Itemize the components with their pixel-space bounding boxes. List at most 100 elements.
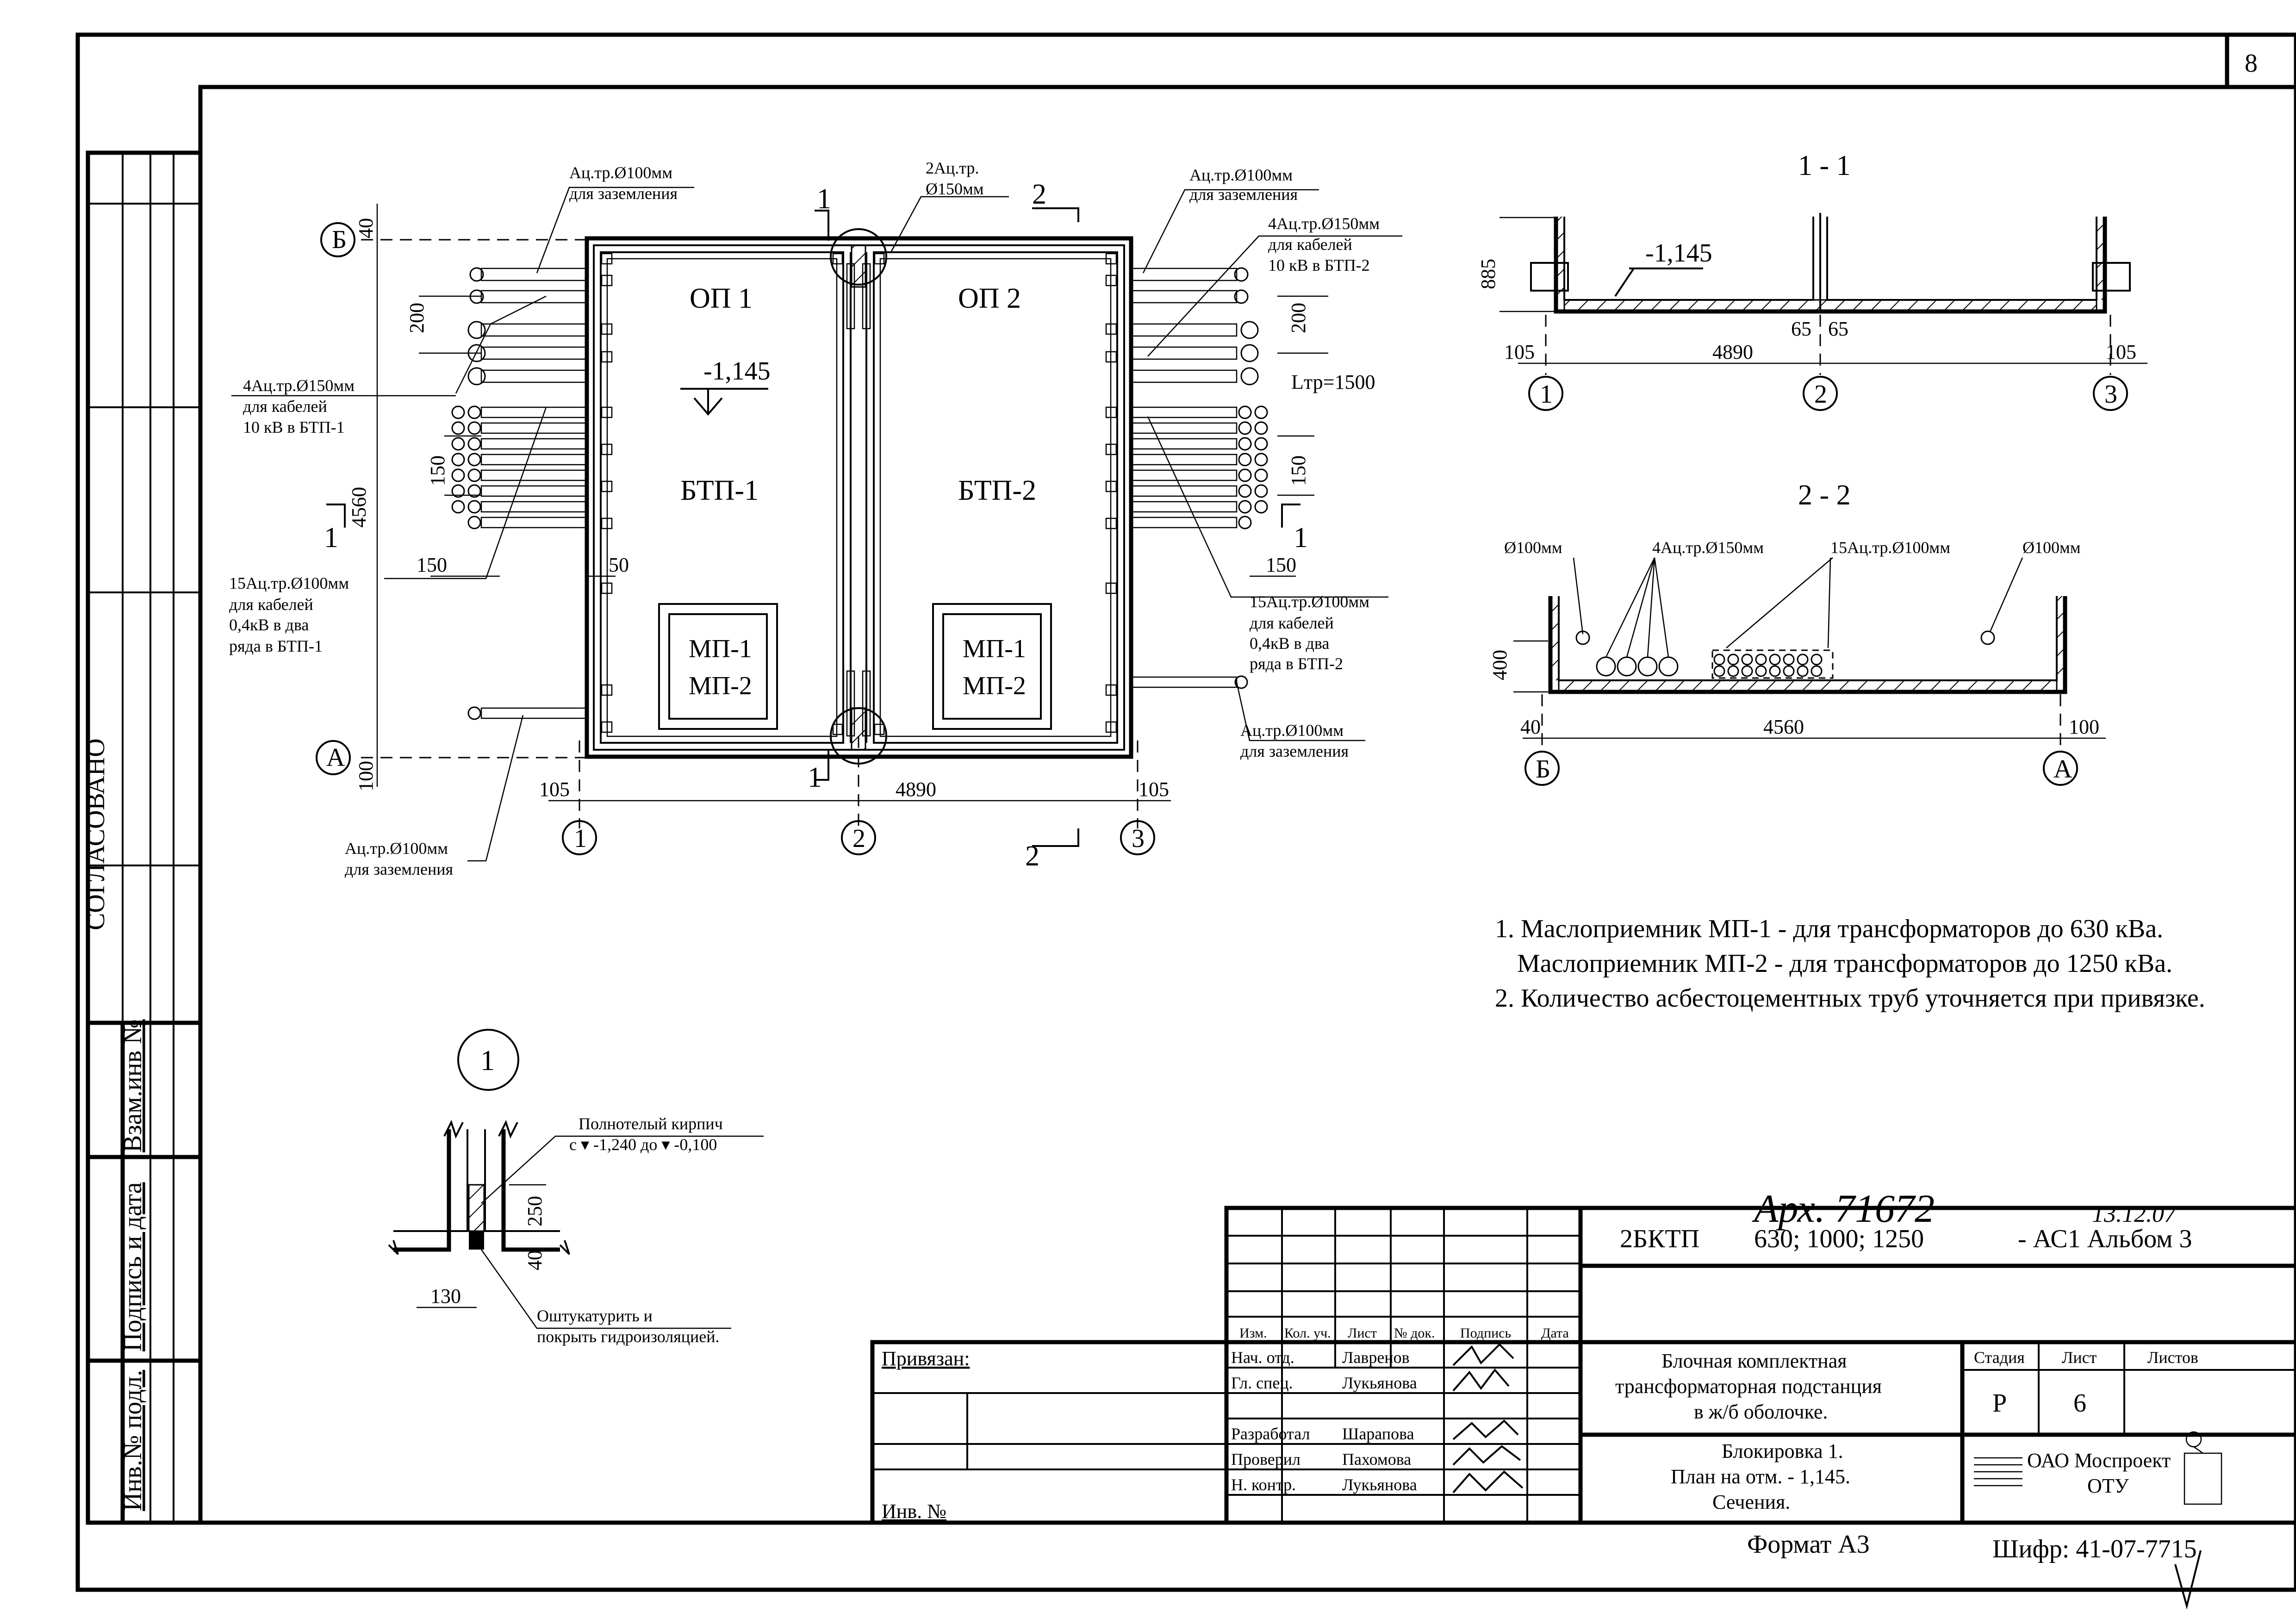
- axis-b-bubble: [320, 222, 355, 257]
- section-22-axis-a: А: [2053, 755, 2072, 784]
- plan-dim-150-bl: 150: [417, 554, 447, 576]
- oil-receiver-2: [932, 603, 1052, 730]
- name-4: Лукьянова: [1342, 1475, 1417, 1494]
- callout-hv-r-3: 10 кВ в БТП-2: [1268, 256, 1370, 274]
- callout-lv-r-3: 0,4кВ в два: [1250, 634, 1329, 653]
- section-22-dim-40: 40: [1520, 716, 1541, 738]
- axis-1-label: 1: [574, 824, 587, 853]
- section-1-1: 1 - 1 -1,145 885 105 4890 65 65 105 1 2 …: [1477, 150, 2147, 411]
- axis-a-bubble: [316, 740, 351, 775]
- plan-dim-200-l: 200: [405, 303, 428, 333]
- section-11-dim-105-l: 105: [1504, 341, 1535, 363]
- stage-label: Стадия: [1974, 1348, 2025, 1367]
- detail-1-dim-250: 250: [523, 1196, 546, 1226]
- callout-center-1: 2Ац.тр.: [926, 159, 979, 177]
- general-notes: 1. Маслоприемник МП-1 - для трансформато…: [1495, 915, 2205, 1013]
- section-1-left: 1: [324, 522, 338, 554]
- stage-value: Р: [1992, 1389, 2007, 1418]
- title-name-2: трансформаторная подстанция: [1615, 1375, 1882, 1398]
- format-label: Формат А3: [1747, 1530, 1870, 1559]
- plan-dim-105-r: 105: [1139, 778, 1169, 801]
- brick-base: [469, 1231, 484, 1250]
- section-22-axis-b: Б: [1536, 755, 1550, 784]
- inv-original-stamp: Инв.№ подл.: [118, 1370, 147, 1511]
- plan-dim-200-r: 200: [1287, 303, 1310, 333]
- pipe-length: Lтр=1500: [1291, 371, 1375, 393]
- code-left: 2БКТП: [1620, 1225, 1699, 1253]
- axis-a-label: А: [326, 743, 345, 772]
- section-11-dim-65-l: 65: [1791, 317, 1811, 340]
- section-11-axis-3: 3: [2104, 380, 2117, 409]
- callout-ground-tl-2: для заземления: [569, 184, 678, 203]
- section-2-bottom: 2: [1025, 840, 1039, 872]
- section-1-bottom: 1: [808, 762, 822, 793]
- signature-date-stamp: Подпись и дата: [118, 1182, 147, 1351]
- plan-dim-4560: 4560: [348, 487, 370, 528]
- name-0: Лавренов: [1342, 1348, 1410, 1367]
- section-22-d150-group: 4Ац.тр.Ø150мм: [1652, 538, 1764, 557]
- section-2-2: 2 - 2: [1488, 479, 2106, 786]
- axis-1-bubble: [562, 820, 597, 855]
- inv-no-label: Инв. №: [882, 1500, 946, 1523]
- callout-hv-r-2: для кабелей: [1268, 235, 1352, 254]
- detail-1-dim-40: 40: [523, 1250, 546, 1270]
- detail-1-label: 1: [480, 1045, 495, 1076]
- agreed-stamp: СОГЛАСОВАНО: [81, 738, 110, 930]
- callout-hv-l-2: для кабелей: [243, 397, 327, 416]
- name-3: Пахомова: [1342, 1450, 1411, 1468]
- callout-ground-bl-2: для заземления: [345, 860, 453, 878]
- callout-ground-tl-1: Ац.тр.Ø100мм: [569, 163, 672, 182]
- callout-lv-l-3: 0,4кВ в два: [229, 616, 309, 634]
- section-22-dim-100: 100: [2069, 716, 2099, 738]
- sheet-title-3: Сечения.: [1712, 1491, 1790, 1513]
- sheet-title-2: План на отм. - 1,145.: [1671, 1465, 1850, 1488]
- name-1: Лукьянова: [1342, 1374, 1417, 1392]
- section-2-top: 2: [1032, 179, 1046, 210]
- col-ndok: № док.: [1394, 1325, 1435, 1341]
- callout-lv-r-2: для кабелей: [1250, 614, 1334, 632]
- org-logo-icon: [1974, 1431, 2222, 1505]
- note-2: 2. Количество асбестоцементных труб уточ…: [1495, 984, 2205, 1013]
- detail-1-brick-1: Полнотелый кирпич: [579, 1114, 723, 1133]
- section-22-title: 2 - 2: [1798, 479, 1851, 511]
- name-2: Шарапова: [1342, 1425, 1414, 1443]
- section-11-dim-65-r: 65: [1828, 317, 1848, 340]
- oil-receiver-1: [658, 603, 778, 730]
- section-11-axis-2: 2: [1814, 380, 1827, 409]
- callout-lv-l-4: ряда в БТП-1: [229, 637, 323, 655]
- section-11-axis-1: 1: [1540, 380, 1553, 409]
- callout-hv-r-1: 4Ац.тр.Ø150мм: [1268, 214, 1380, 233]
- org-name-1: ОАО Моспроект: [2027, 1449, 2171, 1472]
- section-11-elevation: -1,145: [1645, 239, 1712, 268]
- code-mid: 630; 1000; 1250: [1754, 1225, 1924, 1253]
- plan-elevation: -1,145: [703, 357, 771, 386]
- section-11-dim-4890: 4890: [1712, 341, 1753, 363]
- detail-marker-top: [830, 228, 887, 286]
- oil-receiver-label-1a: МП-1: [689, 635, 752, 663]
- callout-center-2: Ø150мм: [926, 180, 984, 198]
- detail-1-dim-130: 130: [430, 1285, 461, 1307]
- signatures: [1452, 1343, 1524, 1493]
- callout-ground-bl-1: Ац.тр.Ø100мм: [345, 839, 448, 858]
- plan-dim-150-r: 150: [1287, 455, 1310, 486]
- col-data: Дата: [1541, 1325, 1569, 1341]
- detail-1-plaster-2: покрыть гидроизоляцией.: [537, 1327, 720, 1346]
- role-4: Н. контр.: [1231, 1475, 1296, 1494]
- room-op1: ОП 1: [690, 283, 753, 314]
- foundation-plan: ОП 1 ОП 2 БТП-1 БТП-2 МП-1 МП-2 МП-1 МП-…: [229, 159, 1402, 878]
- oil-receiver-label-2b: МП-2: [963, 672, 1026, 700]
- plan-dim-40: 40: [355, 218, 377, 238]
- room-op2: ОП 2: [958, 283, 1021, 314]
- lists-label: Листов: [2147, 1348, 2198, 1367]
- outer-wall: [585, 236, 1133, 759]
- code-right: - АС1 Альбом 3: [2018, 1225, 2192, 1253]
- axis-3-bubble: [1120, 820, 1155, 855]
- col-podpis: Подпись: [1460, 1325, 1511, 1341]
- tied-label: Привязан:: [882, 1347, 970, 1370]
- title-block: Изм. Кол. уч. Лист № док. Подпись Дата П…: [870, 1206, 2296, 1563]
- axis-2-label: 2: [852, 824, 865, 853]
- role-2: Разработал: [1231, 1425, 1310, 1443]
- role-3: Проверил: [1231, 1450, 1300, 1468]
- detail-1-plaster-1: Оштукатурить и: [537, 1307, 653, 1325]
- plan-dim-150-br: 150: [1266, 554, 1296, 576]
